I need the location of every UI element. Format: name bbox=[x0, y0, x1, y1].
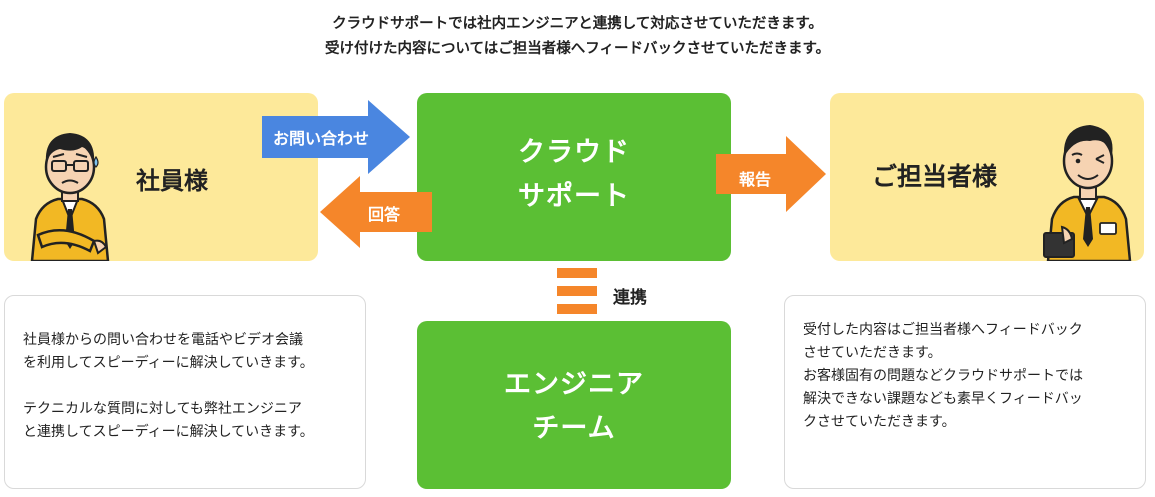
employee-note-text: 社員様からの問い合わせを電話やビデオ会議 を利用してスピーディーに解決していきま… bbox=[23, 329, 314, 444]
note-left-line: テクニカルな質問に対しても弊社エンジニア bbox=[23, 401, 302, 417]
worried-employee-icon bbox=[30, 133, 110, 261]
paragraph-gap bbox=[23, 375, 314, 398]
manager-note-text: 受付した内容はご担当者様へフィードバック させていただきます。 お客様固有の問題… bbox=[803, 319, 1083, 434]
link-label: 連携 bbox=[613, 288, 647, 308]
note-right-line: 受付した内容はご担当者様へフィードバック bbox=[803, 322, 1083, 338]
inquiry-arrow-label: お問い合わせ bbox=[273, 129, 370, 148]
intro-text: クラウドサポートでは社内エンジニアと連携して対応させていただきます。 受け付けた… bbox=[0, 12, 1155, 62]
note-right-line: お客様固有の問題などクラウドサポートでは bbox=[803, 368, 1083, 384]
equals-link-icon bbox=[557, 268, 597, 314]
manager-panel: ご担当者様 bbox=[830, 93, 1144, 261]
report-arrow-label: 報告 bbox=[739, 170, 772, 189]
manager-person-icon bbox=[1043, 125, 1132, 261]
note-right-line: させていただきます。 bbox=[803, 345, 942, 361]
inquiry-arrow bbox=[262, 100, 410, 174]
intro-line-2: 受け付けた内容についてはご担当者様へフィードバックさせていただきます。 bbox=[324, 41, 831, 57]
manager-label: ご担当者様 bbox=[872, 162, 998, 191]
answer-arrow bbox=[320, 176, 432, 248]
employee-label: 社員様 bbox=[136, 167, 208, 195]
answer-arrow-label: 回答 bbox=[368, 205, 401, 224]
engineer-team-line-2: チーム bbox=[532, 413, 616, 444]
intro-line-1: クラウドサポートでは社内エンジニアと連携して対応させていただきます。 bbox=[332, 16, 823, 32]
cloud-support-panel: クラウド サポート bbox=[417, 93, 731, 261]
cloud-support-label: クラウド サポート bbox=[417, 131, 731, 219]
report-arrow bbox=[716, 136, 826, 212]
engineer-team-panel: エンジニア チーム bbox=[417, 321, 731, 489]
note-right-line: 解決できない課題なども素早くフィードバッ bbox=[803, 391, 1083, 407]
note-left-line: 社員様からの問い合わせを電話やビデオ会議 bbox=[23, 332, 303, 348]
cloud-support-line-1: クラウド bbox=[518, 137, 630, 168]
note-left-line: と連携してスピーディーに解決していきます。 bbox=[23, 424, 314, 440]
note-right-line: クさせていただきます。 bbox=[803, 414, 956, 430]
cloud-support-line-2: サポート bbox=[518, 181, 630, 212]
employee-note-box: 社員様からの問い合わせを電話やビデオ会議 を利用してスピーディーに解決していきま… bbox=[4, 295, 366, 489]
note-left-line: を利用してスピーディーに解決していきます。 bbox=[23, 355, 314, 371]
engineer-team-line-1: エンジニア bbox=[504, 369, 644, 400]
manager-note-box: 受付した内容はご担当者様へフィードバック させていただきます。 お客様固有の問題… bbox=[784, 295, 1146, 489]
engineer-team-label: エンジニア チーム bbox=[417, 363, 731, 451]
